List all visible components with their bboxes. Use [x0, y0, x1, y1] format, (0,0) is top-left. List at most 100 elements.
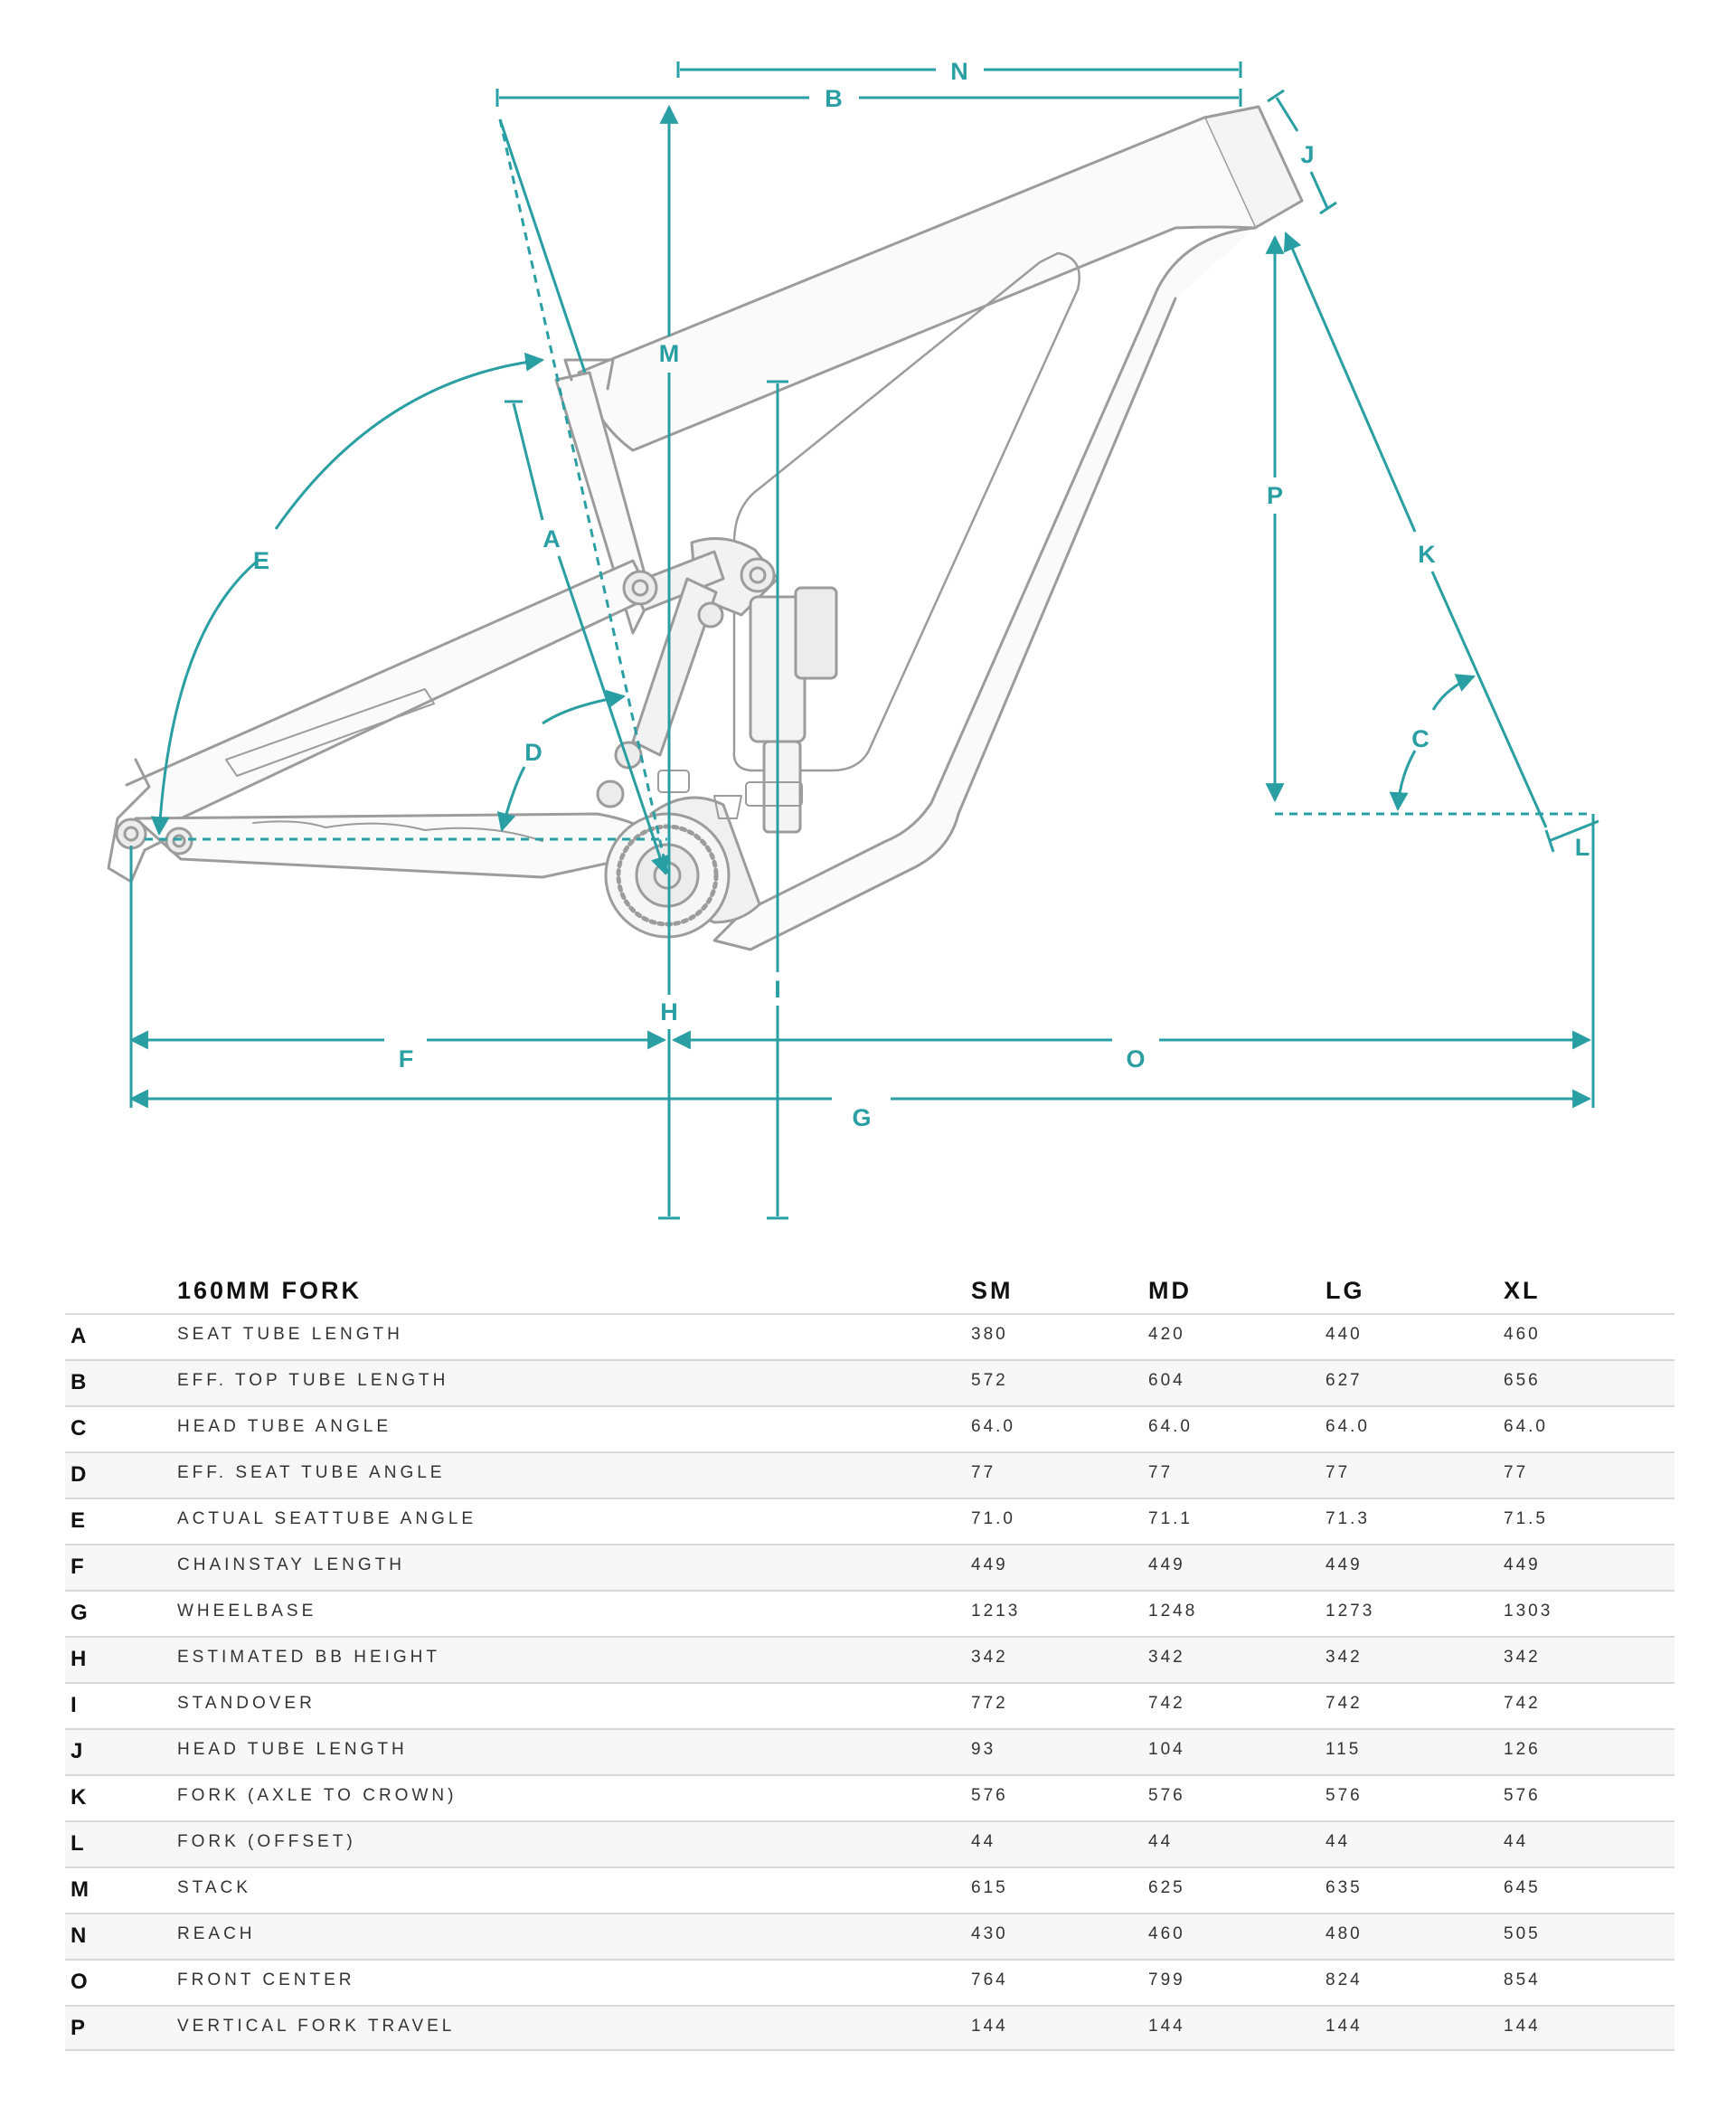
label-N: N — [950, 58, 968, 85]
dimension-lines — [128, 61, 1599, 1220]
row-value: 64.0 — [971, 1417, 1015, 1436]
row-value: 764 — [971, 1971, 1008, 1989]
row-value: 380 — [971, 1325, 1008, 1344]
row-measurement-name: WHEELBASE — [177, 1602, 317, 1621]
row-value: 126 — [1504, 1740, 1541, 1759]
row-key: B — [71, 1370, 87, 1394]
row-measurement-name: CHAINSTAY LENGTH — [177, 1555, 405, 1574]
label-J: J — [1300, 141, 1314, 168]
row-value: 625 — [1148, 1878, 1185, 1897]
row-value: 44 — [1148, 1832, 1174, 1851]
row-key: J — [71, 1739, 83, 1763]
row-value: 77 — [1504, 1463, 1529, 1482]
row-value: 77 — [1148, 1463, 1174, 1482]
row-value: 430 — [971, 1924, 1008, 1943]
row-measurement-name: FORK (AXLE TO CROWN) — [177, 1786, 458, 1805]
row-value: 635 — [1326, 1878, 1363, 1897]
row-value: 656 — [1504, 1371, 1541, 1390]
row-value: 144 — [971, 2017, 1008, 2036]
row-value: 44 — [1326, 1832, 1351, 1851]
label-L: L — [1575, 834, 1590, 861]
row-value: 480 — [1326, 1924, 1363, 1943]
dimension-labels: N B J M P K A E D C L H I F O G — [253, 58, 1590, 1131]
table-title: 160MM FORK — [177, 1277, 363, 1304]
column-header-sm: SM — [971, 1277, 1014, 1304]
label-M: M — [659, 340, 680, 367]
row-value: 342 — [1504, 1648, 1541, 1667]
row-value: 144 — [1326, 2017, 1363, 2036]
label-I: I — [774, 976, 781, 1003]
row-value: 93 — [971, 1740, 996, 1759]
row-value: 854 — [1504, 1971, 1541, 1989]
label-C: C — [1411, 725, 1429, 752]
row-value: 44 — [971, 1832, 996, 1851]
label-O: O — [1126, 1045, 1145, 1073]
row-value: 71.3 — [1326, 1509, 1370, 1528]
label-G: G — [852, 1104, 871, 1131]
row-key: P — [71, 2016, 86, 2040]
geometry-diagram: N B J M P K A E D C L H I F O G — [107, 58, 1599, 1220]
row-value: 772 — [971, 1694, 1008, 1713]
row-value: 1248 — [1148, 1602, 1198, 1621]
row-value: 71.0 — [971, 1509, 1015, 1528]
row-key: N — [71, 1923, 87, 1948]
row-measurement-name: VERTICAL FORK TRAVEL — [177, 2017, 456, 2036]
label-F: F — [399, 1045, 414, 1073]
row-value: 799 — [1148, 1971, 1185, 1989]
row-value: 576 — [971, 1786, 1008, 1805]
row-measurement-name: STACK — [177, 1878, 251, 1897]
row-key: M — [71, 1877, 89, 1902]
chain-stays — [134, 812, 671, 879]
label-P: P — [1267, 482, 1283, 509]
row-value: 64.0 — [1326, 1417, 1370, 1436]
row-value: 77 — [1326, 1463, 1351, 1482]
row-key: C — [71, 1416, 87, 1441]
row-value: 645 — [1504, 1878, 1541, 1897]
row-measurement-name: FRONT CENTER — [177, 1971, 355, 1989]
label-E: E — [253, 547, 269, 574]
row-value: 115 — [1326, 1740, 1362, 1759]
row-value: 576 — [1504, 1786, 1541, 1805]
row-measurement-name: FORK (OFFSET) — [177, 1832, 356, 1851]
row-value: 604 — [1148, 1371, 1185, 1390]
top-tube — [577, 116, 1257, 452]
label-H: H — [660, 998, 678, 1025]
row-key: D — [71, 1462, 87, 1487]
row-value: 449 — [1148, 1555, 1185, 1574]
row-value: 572 — [971, 1371, 1008, 1390]
row-value: 824 — [1326, 1971, 1363, 1989]
down-tube — [712, 226, 1257, 951]
rear-dropout — [107, 758, 183, 884]
column-header-lg: LG — [1326, 1277, 1365, 1304]
bike-frame-illustration — [107, 105, 1304, 951]
row-value: 576 — [1148, 1786, 1185, 1805]
row-value: 460 — [1504, 1325, 1541, 1344]
row-key: I — [71, 1693, 77, 1717]
row-value: 342 — [971, 1648, 1008, 1667]
row-value: 440 — [1326, 1325, 1363, 1344]
row-value: 742 — [1148, 1694, 1185, 1713]
row-value: 77 — [971, 1463, 996, 1482]
row-value: 449 — [1326, 1555, 1363, 1574]
row-measurement-name: REACH — [177, 1924, 256, 1943]
row-value: 71.5 — [1504, 1509, 1548, 1528]
row-value: 342 — [1148, 1648, 1185, 1667]
head-tube — [1203, 105, 1304, 230]
row-value: 742 — [1504, 1694, 1541, 1713]
row-value: 342 — [1326, 1648, 1363, 1667]
row-key: A — [71, 1324, 87, 1348]
column-header-md: MD — [1148, 1277, 1192, 1304]
row-value: 44 — [1504, 1832, 1529, 1851]
